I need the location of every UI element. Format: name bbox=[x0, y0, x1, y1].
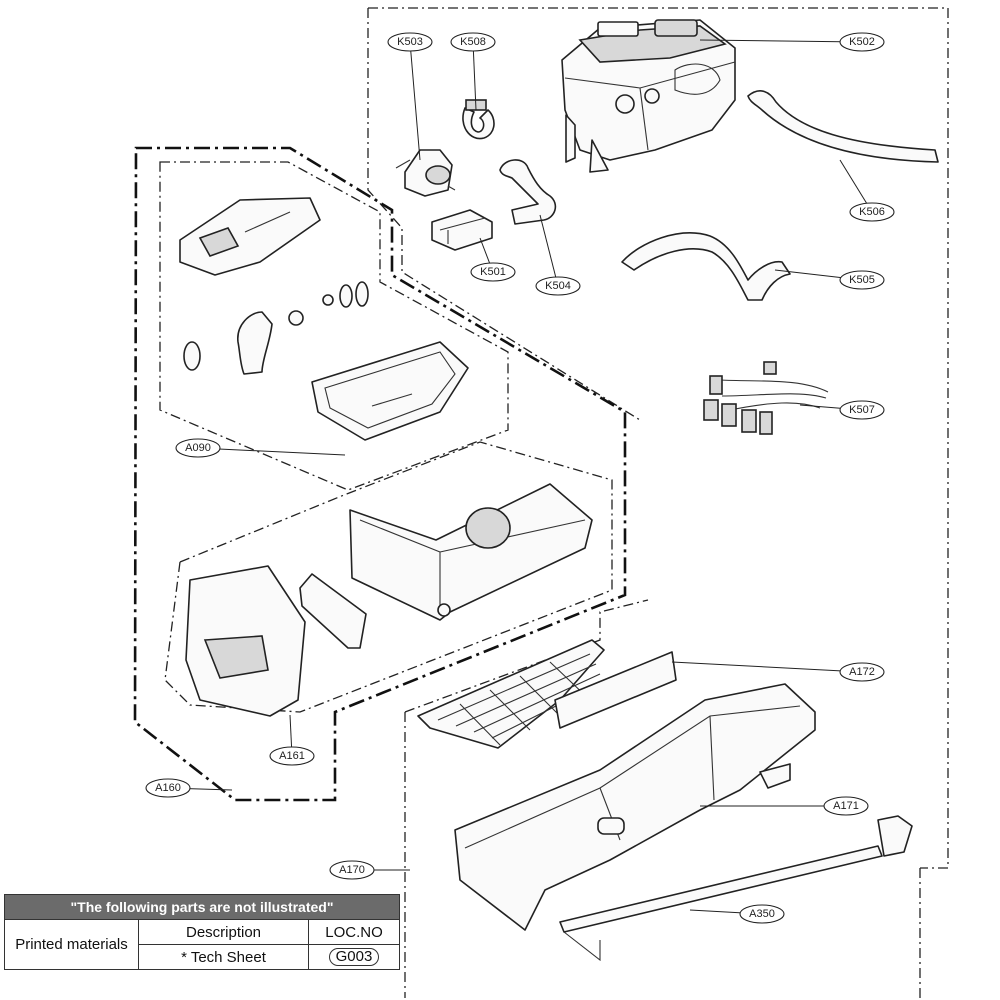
not-illustrated-parts-table: "The following parts are not illustrated… bbox=[4, 894, 400, 970]
item-tech-sheet: * Tech Sheet bbox=[138, 944, 309, 970]
column-loc-no: LOC.NO bbox=[308, 919, 400, 945]
group-outline-a090 bbox=[159, 161, 509, 491]
small-fittings bbox=[288, 281, 369, 326]
switch-k503 bbox=[395, 149, 456, 197]
callout-k503: K503 bbox=[387, 32, 433, 161]
callout-oval-a161 bbox=[269, 746, 315, 766]
valve-assembly-k502 bbox=[561, 19, 736, 173]
column-description: Description bbox=[138, 919, 309, 945]
leader-line-k503 bbox=[409, 41, 421, 161]
drawer-front-a161 bbox=[185, 565, 306, 717]
item-loc-g003: G003 bbox=[328, 948, 380, 966]
callout-label-k503: K503 bbox=[397, 36, 423, 48]
group-outline-k-parts-left bbox=[367, 8, 641, 421]
callout-oval-a350 bbox=[739, 904, 785, 924]
group-outline-a170-left bbox=[404, 599, 649, 713]
callout-oval-k501 bbox=[470, 262, 516, 282]
bracket-k501 bbox=[431, 209, 493, 251]
callout-oval-k504 bbox=[535, 276, 581, 296]
callout-oval-k507 bbox=[839, 400, 885, 420]
callout-a350: A350 bbox=[689, 904, 785, 924]
callout-oval-k506 bbox=[849, 202, 895, 222]
group-outline-k-parts bbox=[368, 7, 949, 869]
callout-k506: K506 bbox=[839, 159, 895, 222]
hose-k506 bbox=[747, 90, 939, 163]
clamp-k508 bbox=[462, 99, 495, 140]
callout-label-k505: K505 bbox=[849, 274, 875, 286]
group-outline-a161 bbox=[164, 441, 613, 713]
category-printed-materials: Printed materials bbox=[4, 919, 139, 970]
leader-line-k504 bbox=[539, 214, 559, 287]
callout-label-a350: A350 bbox=[749, 908, 775, 920]
callout-label-k504: K504 bbox=[545, 280, 571, 292]
callout-k501: K501 bbox=[470, 237, 516, 282]
callout-a170: A170 bbox=[329, 860, 410, 880]
callout-k508: K508 bbox=[450, 32, 496, 111]
leader-line-a090 bbox=[197, 447, 346, 456]
siphon-cap bbox=[183, 311, 273, 375]
callout-a161: A161 bbox=[269, 714, 315, 766]
callout-label-a171: A171 bbox=[833, 800, 859, 812]
dispenser-tray bbox=[311, 341, 469, 441]
callout-oval-a090 bbox=[175, 438, 221, 458]
drawer-lever bbox=[299, 573, 367, 649]
main-housing-a171 bbox=[454, 683, 816, 931]
leader-line-k502 bbox=[699, 39, 863, 43]
filter-grid-a172 bbox=[417, 639, 677, 749]
callout-k507: K507 bbox=[799, 400, 885, 420]
callout-label-a161: A161 bbox=[279, 750, 305, 762]
callout-k505: K505 bbox=[774, 269, 885, 290]
callout-label-k506: K506 bbox=[859, 206, 885, 218]
callout-oval-a172 bbox=[839, 662, 885, 682]
callout-k502: K502 bbox=[699, 32, 885, 52]
detergent-cap-a090 bbox=[179, 197, 321, 276]
callout-oval-k508 bbox=[450, 32, 496, 52]
callout-oval-k502 bbox=[839, 32, 885, 52]
callout-label-a170: A170 bbox=[339, 864, 365, 876]
wiring-harness-k507 bbox=[703, 361, 829, 435]
callout-oval-a160 bbox=[145, 778, 191, 798]
callout-oval-k503 bbox=[387, 32, 433, 52]
hose-k504 bbox=[499, 159, 557, 225]
callout-oval-a170 bbox=[329, 860, 375, 880]
group-outline-a160 bbox=[133, 146, 627, 802]
leader-line-a172 bbox=[671, 661, 863, 673]
table-header: "The following parts are not illustrated… bbox=[4, 894, 400, 920]
callout-label-k507: K507 bbox=[849, 404, 875, 416]
callout-a160: A160 bbox=[145, 778, 233, 798]
callout-label-a172: A172 bbox=[849, 666, 875, 678]
callout-oval-k505 bbox=[839, 270, 885, 290]
leader-line-k508 bbox=[472, 41, 477, 111]
hose-k505 bbox=[621, 232, 791, 301]
callout-a172: A172 bbox=[671, 661, 885, 682]
callout-label-k508: K508 bbox=[460, 36, 486, 48]
callout-label-k501: K501 bbox=[480, 266, 506, 278]
callout-a171: A171 bbox=[700, 796, 869, 816]
rail-a350 bbox=[559, 815, 913, 962]
callout-label-a090: A090 bbox=[185, 442, 211, 454]
callout-oval-a171 bbox=[823, 796, 869, 816]
callout-k504: K504 bbox=[535, 214, 581, 296]
callout-a090: A090 bbox=[175, 438, 346, 458]
callout-label-a160: A160 bbox=[155, 782, 181, 794]
item-loc-cell: G003 bbox=[308, 944, 400, 970]
drawer-housing bbox=[349, 483, 593, 621]
callout-label-k502: K502 bbox=[849, 36, 875, 48]
